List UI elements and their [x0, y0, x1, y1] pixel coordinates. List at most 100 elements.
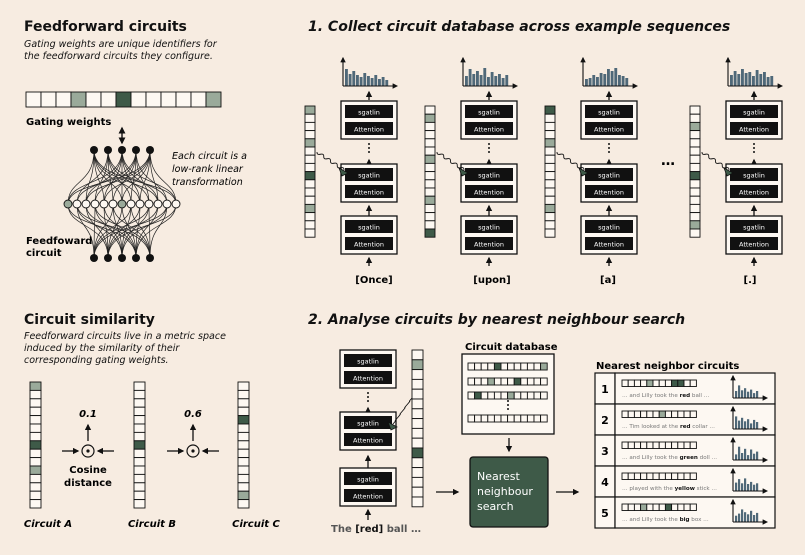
sgatlin-label: sgatlin	[478, 224, 500, 232]
histogram-bar	[356, 75, 359, 86]
gating-cell	[658, 503, 666, 511]
analyse-panel-graphics: sgatlinAttentionsgatlinAttentionsgatlinA…	[339, 349, 776, 529]
neighbor-cell	[614, 403, 776, 436]
token-label: [Once]	[355, 275, 392, 286]
gating-cell	[627, 472, 635, 480]
gating-cell	[671, 472, 679, 480]
database-row	[467, 391, 548, 400]
gating-cell	[424, 105, 436, 115]
gating-cell	[424, 203, 436, 214]
histogram-bar	[348, 74, 352, 86]
connection	[93, 149, 177, 205]
gating-cell	[133, 448, 146, 459]
gating-cell	[29, 457, 42, 467]
gating-cell	[658, 379, 666, 387]
connection	[135, 203, 141, 259]
histogram-bar	[766, 77, 770, 86]
connection	[107, 203, 141, 259]
connection	[121, 203, 168, 259]
histogram-bar	[753, 393, 756, 398]
histogram-bar	[747, 419, 750, 429]
histogram-bar	[607, 69, 610, 86]
token-label: [upon]	[473, 275, 510, 286]
gating-cell	[487, 362, 495, 371]
gating-cell	[671, 379, 679, 387]
histogram-bar	[479, 75, 483, 86]
histogram-bar	[596, 77, 599, 86]
sgatlin-label: sgatlin	[743, 109, 765, 117]
gating-cell	[677, 379, 685, 387]
gating-cell	[115, 91, 132, 108]
gating-cell	[40, 91, 57, 108]
neighbor-rank: 4	[601, 476, 609, 489]
gating-cell	[100, 91, 117, 108]
connection	[148, 203, 151, 259]
attention-box	[344, 489, 392, 502]
circuit-note-line-1: Each circuit is a	[172, 151, 247, 162]
output-neuron	[132, 254, 140, 262]
histogram-bar	[370, 78, 374, 86]
gating-cell	[544, 228, 556, 238]
gating-cell	[487, 377, 495, 386]
squiggle-path	[556, 151, 585, 171]
connection	[121, 149, 151, 205]
attention-label: Attention	[353, 375, 383, 383]
connection	[85, 149, 123, 205]
gating-cell	[493, 414, 502, 423]
gating-cell	[487, 414, 495, 423]
histogram-bar	[625, 78, 629, 86]
gating-cell	[683, 503, 691, 511]
histogram-bar	[741, 390, 744, 398]
circuit-histogram	[340, 56, 399, 89]
gating-cell	[513, 391, 522, 400]
sgatlin-box	[465, 105, 513, 118]
dot	[507, 400, 509, 402]
gating-cell	[689, 503, 697, 511]
attention-label: Attention	[474, 189, 504, 197]
gating-cell	[627, 410, 635, 418]
histogram-bar	[753, 484, 756, 491]
cosine-label-line-2: distance	[64, 478, 112, 489]
gating-cell	[411, 457, 424, 469]
gating-cell	[633, 441, 642, 449]
gating-cell	[633, 410, 642, 418]
hidden-neuron	[171, 199, 181, 209]
gating-cell	[689, 195, 701, 205]
connection	[76, 203, 123, 259]
neighbor-histogram	[730, 467, 769, 494]
sgatlin-label: sgatlin	[358, 109, 380, 117]
gating-cell	[646, 379, 654, 387]
vertical-ellipsis	[753, 143, 755, 153]
input-neuron	[146, 146, 154, 154]
histogram-bar	[738, 420, 741, 429]
gating-cell	[29, 499, 42, 509]
gating-cell	[29, 473, 42, 484]
gating-cell	[526, 362, 535, 371]
neighbor-row-2: 2… Tim looked at the red collar …	[594, 403, 776, 436]
sgatlin-box	[344, 354, 392, 367]
attention-label: Attention	[354, 241, 384, 249]
gating-cell	[646, 472, 654, 480]
connection	[107, 203, 123, 259]
gating-cell	[671, 410, 679, 418]
histogram-bar	[750, 389, 753, 398]
histogram-bar	[744, 388, 747, 398]
gating-cell	[467, 414, 476, 423]
input-neuron	[90, 146, 98, 154]
connection	[107, 149, 150, 205]
gating-cell	[677, 472, 685, 480]
output-neuron	[146, 254, 154, 262]
gating-cell	[664, 472, 673, 480]
gating-cell	[133, 490, 146, 501]
connection	[93, 203, 96, 259]
connection	[149, 203, 168, 259]
gating-cell	[237, 431, 250, 442]
similarity-description: Feedforward circuits live in a metric sp…	[24, 331, 226, 367]
database-row	[467, 362, 548, 371]
similarity-measure-1: 0.6	[167, 409, 219, 458]
histogram-bar	[735, 391, 738, 398]
sgatlin-label: sgatlin	[357, 476, 379, 484]
histogram-bar	[735, 416, 738, 429]
